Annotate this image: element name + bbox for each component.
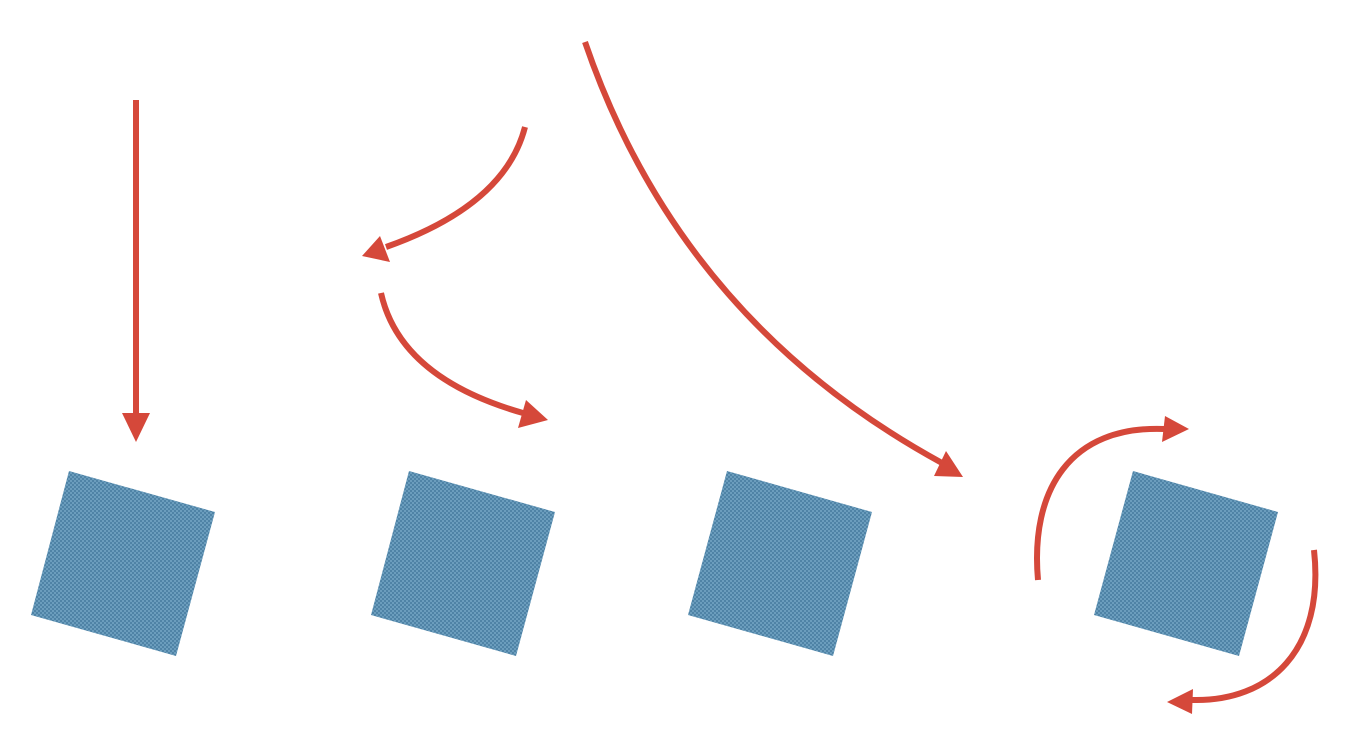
rotate-arrow-bottom-shaft	[1191, 549, 1319, 704]
square-4	[1094, 471, 1278, 656]
panel-3	[582, 41, 963, 656]
panel-4	[1034, 416, 1319, 714]
panel-2	[362, 126, 555, 656]
long-curved-arrow-icon	[582, 41, 963, 477]
arrow-shaft	[385, 126, 528, 250]
square-3	[688, 471, 872, 656]
arrow-shaft	[378, 292, 524, 416]
down-arrow-icon	[122, 100, 150, 442]
arrow-head	[122, 413, 150, 442]
square-1	[31, 471, 215, 656]
rotate-arrow-top-shaft	[1034, 425, 1166, 581]
arrow-head	[518, 400, 548, 428]
rotate-arrow-bottom-head	[1167, 689, 1193, 714]
arrow-head	[934, 451, 963, 477]
arrow-head	[362, 236, 390, 262]
square-2	[371, 471, 555, 656]
arrow-shaft	[582, 41, 944, 466]
rotate-arrows-icon	[1034, 416, 1319, 714]
curved-arrow-left-icon	[362, 126, 528, 262]
curved-arrow-right-icon	[378, 292, 548, 428]
rotate-arrow-top-head	[1162, 416, 1189, 442]
panel-1	[31, 100, 215, 656]
